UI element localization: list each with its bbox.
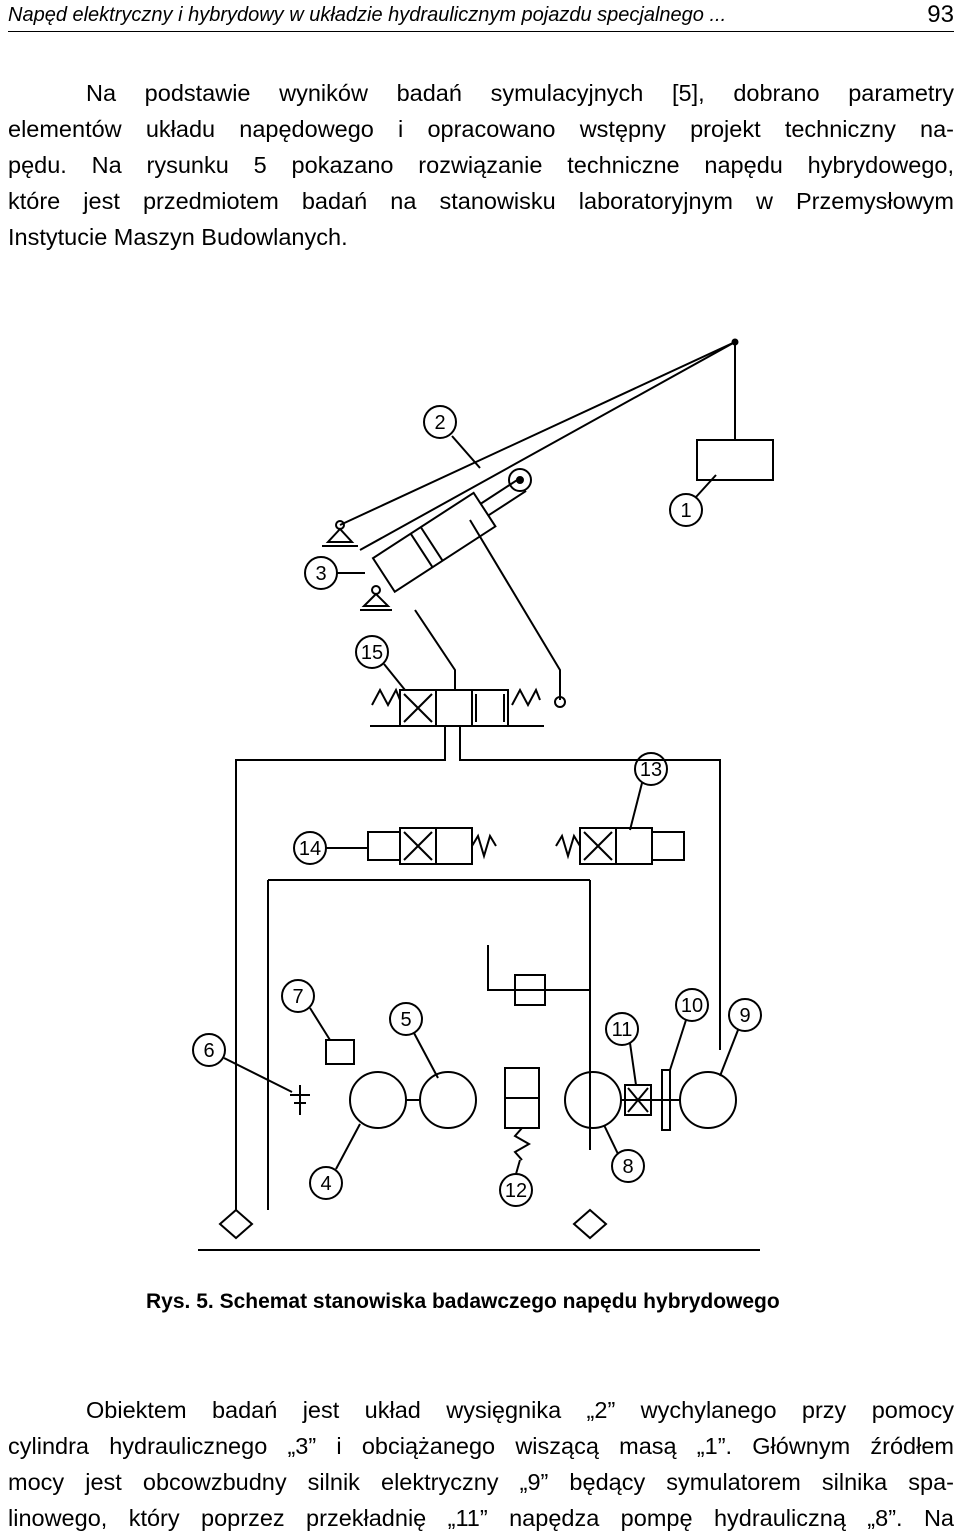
boom-pivot [508, 468, 532, 492]
hydraulic-schematic-figure: 2 1 3 15 13 14 7 5 6 11 10 9 4 12 8 [192, 338, 774, 1251]
header-title: Napęd elektryczny i hybrydowy w układzie… [8, 4, 727, 26]
svg-text:3: 3 [315, 563, 326, 585]
controller-7 [325, 1039, 355, 1065]
text-line: linowego, który poprzez przekładnię „11”… [8, 1505, 954, 1531]
relief-valve [514, 974, 546, 1006]
svg-text:5: 5 [400, 1009, 411, 1031]
svg-text:8: 8 [622, 1156, 633, 1178]
svg-text:12: 12 [505, 1180, 527, 1202]
text-line: które jest przedmiotem badań na stanowis… [8, 188, 954, 214]
caption-text: Schemat stanowiska badawczego napędu hyb… [219, 1290, 780, 1313]
svg-text:14: 14 [299, 838, 321, 860]
label-13: 13 [629, 752, 668, 831]
running-header: Napęd elektryczny i hybrydowy w układzie… [8, 0, 954, 32]
text-line: cylindra hydraulicznego „3” i obciążaneg… [8, 1433, 954, 1459]
label-9: 9 [719, 998, 762, 1077]
text-line: pędu. Na rysunku 5 pokazano rozwiązanie … [8, 152, 954, 178]
label-5: 5 [389, 1002, 439, 1079]
label-11: 11 [605, 1012, 639, 1086]
svg-text:7: 7 [292, 986, 303, 1008]
svg-text:4: 4 [320, 1173, 331, 1195]
hydraulic-pump-8 [564, 1071, 622, 1129]
label-2: 2 [423, 405, 481, 469]
svg-text:13: 13 [640, 759, 662, 781]
svg-text:9: 9 [739, 1005, 750, 1027]
reference-labels: 2 1 3 15 13 14 7 5 6 11 10 9 4 12 8 [192, 405, 762, 1207]
label-3: 3 [304, 556, 365, 590]
label-4: 4 [309, 1123, 361, 1200]
label-14: 14 [293, 831, 368, 865]
paragraph-intro: Na podstawie wyników badań symulacyjnych… [8, 75, 954, 255]
label-10: 10 [669, 988, 709, 1071]
page-number: 93 [927, 1, 954, 28]
label-6: 6 [192, 1033, 293, 1093]
hanging-mass-block [696, 439, 774, 481]
boom [339, 338, 774, 551]
boom-support [322, 520, 358, 547]
svg-text:1: 1 [680, 500, 691, 522]
directional-valve-14 [367, 827, 497, 865]
directional-valve-15 [370, 687, 566, 727]
hydraulic-motor-5 [419, 1071, 477, 1129]
svg-text:10: 10 [681, 995, 703, 1017]
svg-text:6: 6 [203, 1040, 214, 1062]
electric-motor-4 [349, 1071, 407, 1129]
text-line: Obiektem badań jest układ wysięgnika „2”… [86, 1397, 954, 1423]
label-8: 8 [603, 1124, 645, 1183]
electric-motor-9 [679, 1071, 737, 1129]
directional-valve-13 [555, 827, 685, 865]
text-line: Na podstawie wyników badań symulacyjnych… [86, 80, 954, 106]
label-1: 1 [669, 474, 717, 527]
text-line: mocy jest obcowzbudny silnik elektryczny… [8, 1469, 954, 1495]
label-15: 15 [355, 635, 406, 691]
paragraph-description: Obiektem badań jest układ wysięgnika „2”… [8, 1392, 954, 1536]
figure-caption: Rys. 5. Schemat stanowiska badawczego na… [146, 1290, 780, 1314]
cylinder-support [360, 585, 392, 611]
svg-text:15: 15 [361, 642, 383, 664]
gearbox-11 [624, 1084, 652, 1116]
svg-text:11: 11 [612, 1019, 633, 1041]
hydraulic-cylinder [371, 478, 527, 594]
text-line: Instytucie Maszyn Budowlanych. [8, 224, 348, 250]
caption-prefix: Rys. 5. [146, 1290, 214, 1313]
label-12: 12 [499, 1159, 533, 1207]
flywheel-10 [661, 1069, 671, 1131]
filter [218, 1208, 254, 1240]
svg-text:2: 2 [434, 412, 445, 434]
label-7: 7 [281, 979, 331, 1041]
filter [572, 1208, 608, 1240]
text-line: elementów układu napędowego i opracowano… [8, 116, 954, 142]
